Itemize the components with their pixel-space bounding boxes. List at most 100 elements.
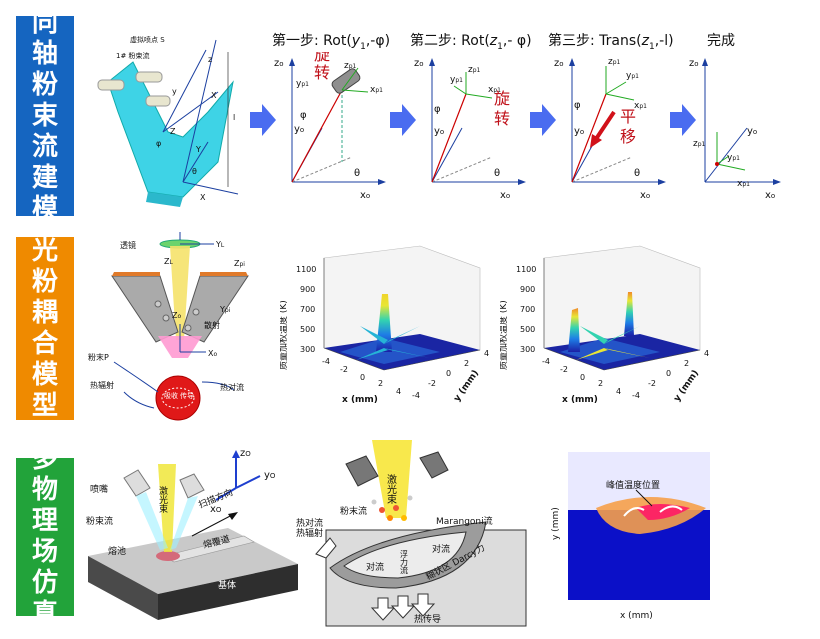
svg-text:θ: θ	[192, 167, 197, 176]
pb-y4-label: 4	[704, 349, 709, 358]
svg-text:YL: YL	[215, 240, 225, 249]
step-title-2: 第二步: Rot(z1,- φ)	[410, 33, 532, 52]
pa-zl-label: 质量加权温度 (K)	[280, 300, 289, 370]
coupling-schematic: 透镜 YL ZL Zpi Ypi 散射 Xo Zo 粉末P 热辐射 热对流 吸收…	[84, 232, 256, 428]
row-label-char: 轴	[31, 38, 58, 69]
pa-z4-label: 1100	[296, 265, 316, 274]
virtual-point-label: 虚拟喷点 S	[130, 35, 165, 44]
svg-text:zo: zo	[274, 58, 284, 69]
r3-nozzle-label: 喷嘴	[90, 484, 108, 495]
svg-text:X: X	[200, 193, 206, 202]
row-label-char: 粉	[31, 266, 58, 297]
svg-text:zp1: zp1	[608, 57, 621, 67]
pa-x4-label: 4	[396, 387, 401, 396]
svg-text:zp1: zp1	[344, 61, 357, 71]
row-label-modeling: 同轴粉束流建模	[16, 8, 74, 224]
svg-text:φ: φ	[434, 104, 441, 115]
row-label-char: 物	[31, 475, 58, 505]
svg-text:Zpi: Zpi	[234, 259, 245, 268]
row-label-char: 多	[31, 444, 58, 474]
r3m-conv2-label: 对流	[432, 543, 450, 555]
row-label-char: 合	[31, 328, 58, 359]
r3m-rad-label: 热辐射	[296, 527, 323, 539]
r2-scatter-label: 散射	[204, 320, 220, 330]
step1-diagram: zo yo xo zp1 yp1 xp1 φ θ 旋 转	[262, 45, 392, 212]
r3m-laser-label: 激光束	[385, 473, 397, 505]
step-arrows	[250, 104, 696, 136]
pa-z2-label: 700	[300, 305, 315, 314]
svg-text:zo: zo	[554, 58, 564, 69]
svg-text:xp1: xp1	[737, 179, 750, 189]
pa-x3-label: 2	[378, 379, 383, 388]
step-title-3: 第三步: Trans(z1,-l)	[548, 33, 674, 52]
svg-text:yo: yo	[434, 126, 444, 137]
r2-radiation-label: 热辐射	[90, 380, 114, 390]
svg-text:z: z	[208, 55, 212, 64]
pa-z0-label: 300	[300, 345, 315, 354]
stream1-label: 1# 粉束流	[116, 51, 150, 60]
r2-convection-label: 热对流	[220, 382, 244, 392]
row-label-char: 流	[31, 131, 58, 162]
svg-text:xp1: xp1	[488, 85, 501, 95]
svg-text:yp1: yp1	[296, 79, 309, 89]
svg-text:yo: yo	[747, 126, 757, 137]
pa-y3-label: 2	[464, 359, 469, 368]
svg-text:Xo: Xo	[208, 349, 217, 358]
r2-lens-label: 透镜	[120, 240, 136, 250]
r3r-ylabel-label: y (mm)	[551, 507, 561, 540]
svg-text:yp1: yp1	[727, 153, 740, 163]
svg-text:xo: xo	[765, 190, 775, 201]
step1-act1-label: 转	[494, 109, 510, 128]
pb-y1-label: -2	[648, 379, 656, 388]
svg-text:xp1: xp1	[370, 85, 383, 95]
step-title-4: 完成	[707, 33, 735, 49]
svg-text:ZL: ZL	[164, 257, 173, 266]
svg-text:θ: θ	[494, 168, 500, 179]
pb-z1-label: 500	[520, 325, 535, 334]
svg-text:y: y	[172, 87, 177, 96]
pb-x0-label: -4	[542, 357, 550, 366]
pb-yl-label: y (mm)	[672, 369, 701, 404]
pb-y2-label: 0	[666, 369, 671, 378]
row-label-char: 型	[31, 390, 58, 421]
row-label-char: 束	[31, 100, 58, 131]
pa-x0-label: -4	[322, 357, 330, 366]
r3-pool-label: 熔池	[108, 545, 126, 557]
pb-z4-label: 1100	[516, 265, 536, 274]
svg-text:φ: φ	[156, 139, 161, 148]
svg-text:yO: yO	[264, 470, 276, 481]
svg-text:zo: zo	[689, 58, 699, 69]
svg-text:xO: xO	[210, 504, 222, 515]
r3-powder-label: 粉束流	[86, 515, 113, 527]
pa-y0-label: -4	[412, 391, 420, 400]
svg-text:l: l	[233, 113, 235, 122]
row-label-coupling: 光粉耦合模型	[16, 235, 74, 421]
step-title-1: 第一步: Rot(y1,-φ)	[272, 33, 391, 52]
pb-y0-label: -4	[632, 391, 640, 400]
step3-diagram: zo yo xo zp1 yp1 xp1 φ θ 平 移	[542, 52, 672, 212]
r3-substrate-label: 基体	[218, 579, 236, 591]
r3m-powder-label: 粉末流	[340, 505, 367, 517]
pa-z3-label: 900	[300, 285, 315, 294]
svg-text:zp1: zp1	[468, 65, 481, 75]
r3m-cond-label: 热传导	[414, 613, 441, 625]
row-label-char: 建	[31, 162, 58, 193]
temperature-field-simulation: 峰值温度位置 y (mm) x (mm)	[540, 446, 712, 626]
row-label-char: 模	[31, 193, 58, 224]
svg-text:X: X	[211, 91, 217, 100]
row-label-char: 光	[31, 235, 58, 266]
row-label-char: 理	[31, 506, 58, 536]
svg-text:yo: yo	[574, 126, 584, 137]
final-diagram: zo yo xo zp1 yp1 xp1	[685, 52, 785, 212]
row-label-char: 耦	[31, 297, 58, 328]
pb-y3-label: 2	[684, 359, 689, 368]
row-label-char: 场	[31, 537, 58, 567]
pb-xl-label: x (mm)	[562, 395, 598, 405]
r2-absorb-label: 吸收	[164, 391, 178, 400]
r3m-conv1-label: 对流	[366, 561, 384, 573]
svg-text:Z: Z	[170, 127, 176, 136]
row-label-multiphysics: 多物理场仿真	[16, 444, 74, 629]
pa-y2-label: 0	[446, 369, 451, 378]
pb-z2-label: 700	[520, 305, 535, 314]
row-label-char: 同	[31, 7, 58, 38]
